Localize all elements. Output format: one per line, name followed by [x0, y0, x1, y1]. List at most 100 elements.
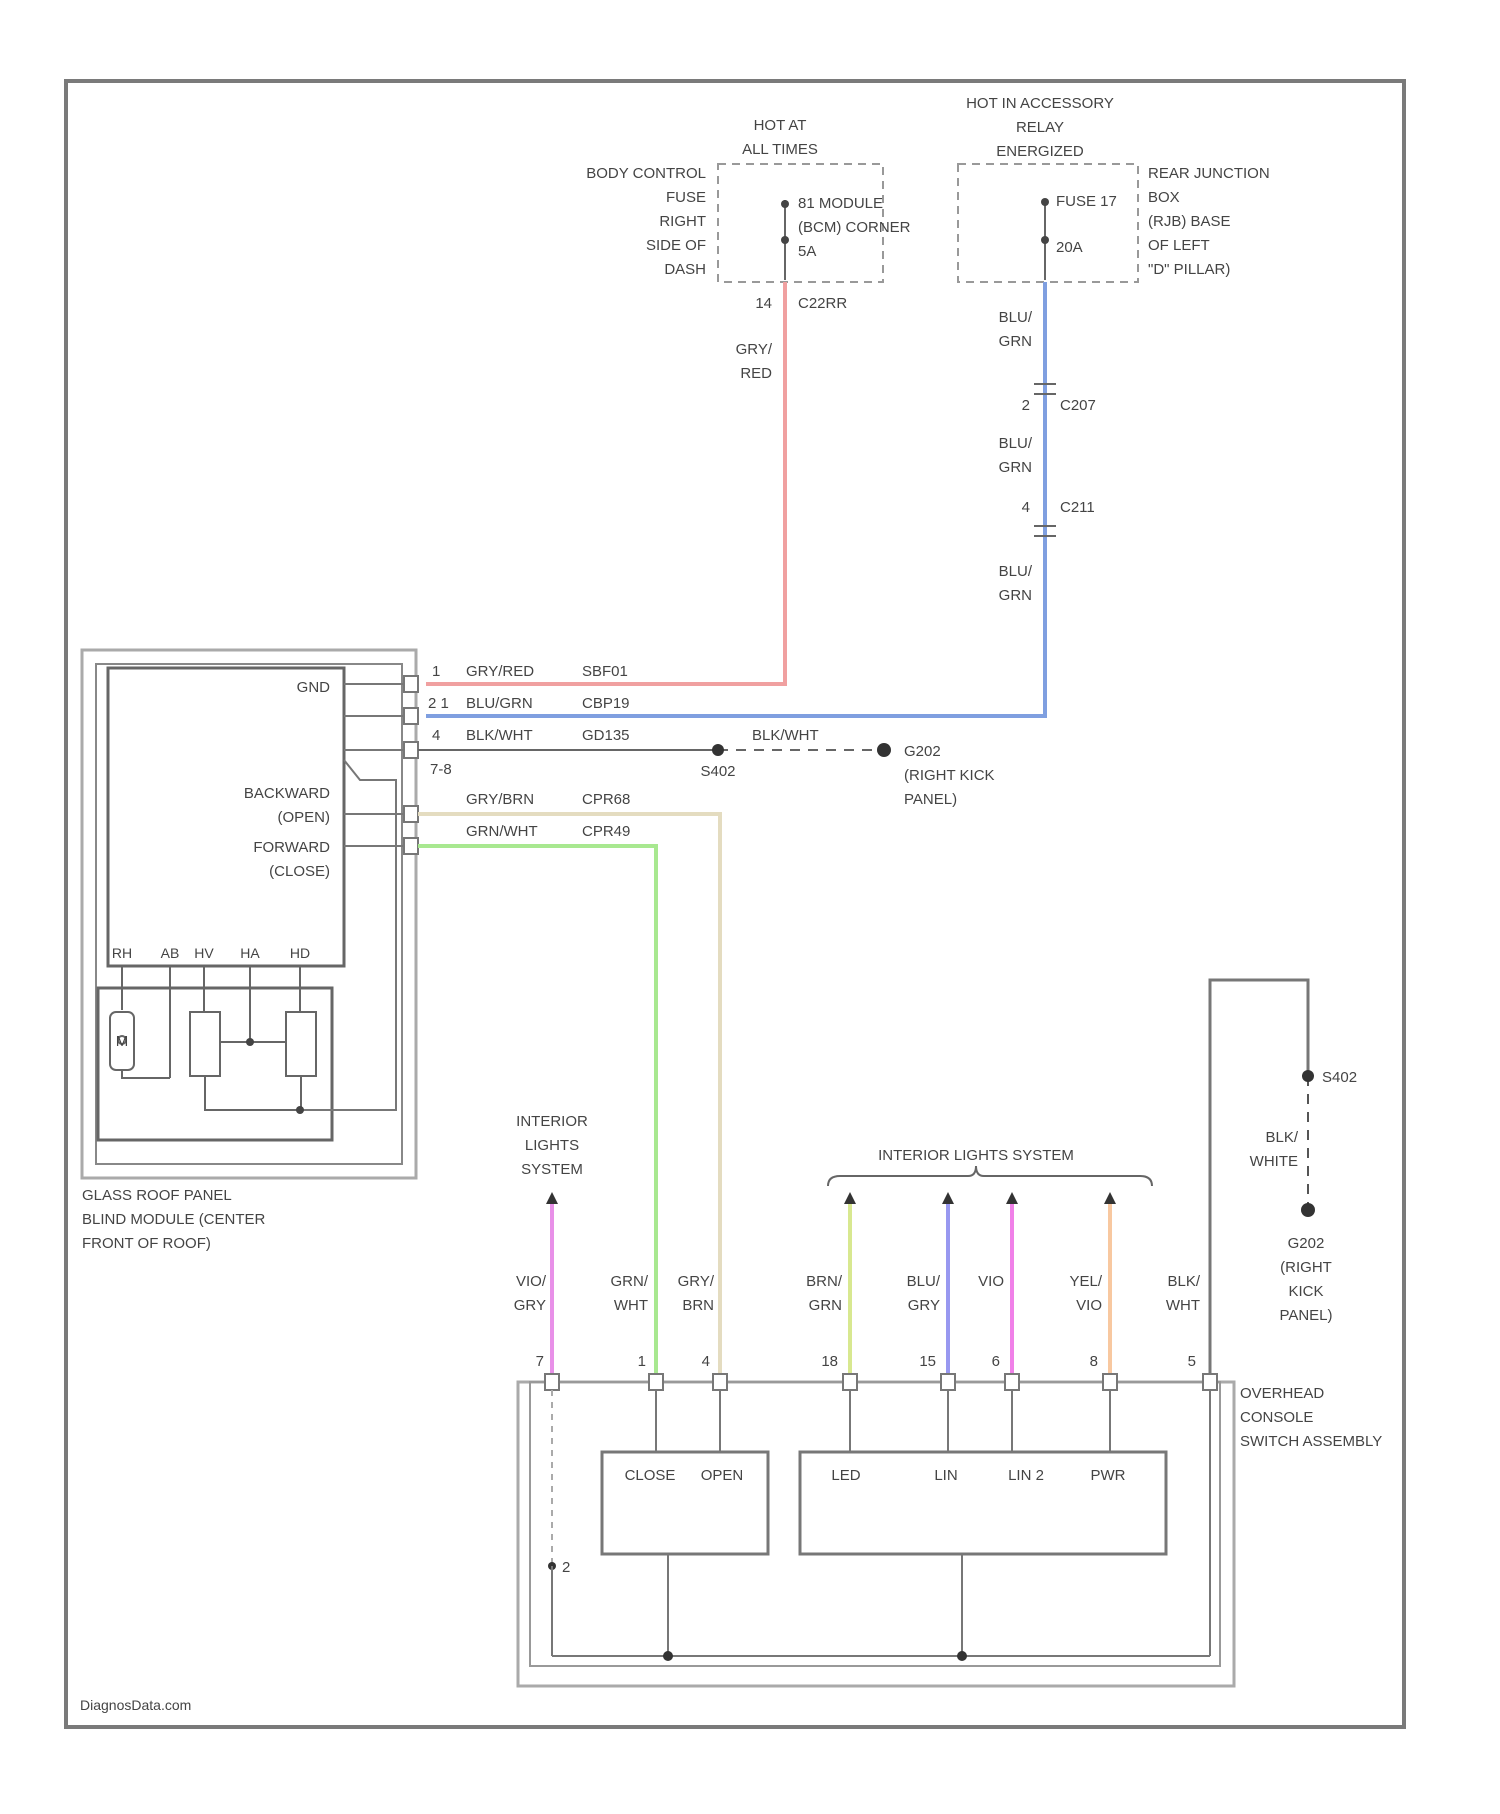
console-wire-7-color-b: VIO — [1076, 1297, 1102, 1314]
body-fuse-rating-2: (BCM) CORNER — [798, 219, 911, 236]
pin-row-3-pin: 4 — [432, 727, 440, 744]
interior-right-label: INTERIOR LIGHTS SYSTEM — [878, 1147, 1074, 1164]
console-name-1: OVERHEAD — [1240, 1385, 1324, 1402]
wire-blu-grn-label-3a: BLU/ — [999, 563, 1033, 580]
wire-blu-grn-label-2b: GRN — [999, 459, 1032, 476]
roof-module-backward-1: BACKWARD — [244, 785, 330, 802]
rjb-location-4: OF LEFT — [1148, 237, 1210, 254]
c211-name: C211 — [1060, 499, 1095, 516]
roof-module-name-3: FRONT OF ROOF) — [82, 1235, 211, 1252]
body-fuse-heading-1: HOT AT — [754, 117, 807, 134]
interior-right-arrow-4 — [1104, 1192, 1116, 1204]
body-fuse-location-3: RIGHT — [659, 213, 706, 230]
interior-right-arrow-1 — [844, 1192, 856, 1204]
pin-row-2-pin: 2 1 — [428, 695, 449, 712]
rjb-box — [958, 164, 1138, 282]
console-outer — [518, 1382, 1234, 1686]
right-ground-location-3: PANEL) — [1279, 1307, 1332, 1324]
right-ground-splice-dot — [1302, 1070, 1314, 1082]
wire-gry-brn — [418, 814, 720, 1380]
roof-sensor-2 — [286, 1012, 316, 1076]
body-fuse-terminal-bottom — [781, 236, 789, 244]
pin-row-6-color: GRN/WHT — [466, 823, 538, 840]
rjb-location-5: "D" PILLAR) — [1148, 261, 1230, 278]
roof-module-inner — [96, 664, 402, 1164]
body-fuse-location-5: DASH — [664, 261, 706, 278]
console-wire-3-color-b: BRN — [682, 1297, 714, 1314]
pin-row-1-color: GRY/RED — [466, 663, 534, 680]
wire-gry-red-label-1: GRY/ — [736, 341, 773, 358]
body-fuse-rating-1: 81 MODULE — [798, 195, 883, 212]
roof-motor-pin-1: RH — [112, 945, 132, 961]
console-switch-close: CLOSE — [625, 1467, 676, 1484]
roof-motor-pin-3: HV — [194, 945, 214, 961]
roof-motor-return — [122, 1070, 170, 1078]
wire-gry-red-label-2: RED — [740, 365, 772, 382]
rjb-fuse-terminal-top — [1041, 198, 1049, 206]
wire-blu-grn-label-2a: BLU/ — [999, 435, 1033, 452]
console-light-led: LED — [831, 1467, 860, 1484]
console-wire-2-color-b: WHT — [614, 1297, 648, 1314]
console-pin-4: 18 — [821, 1353, 838, 1370]
body-fuse-terminal-top — [781, 200, 789, 208]
right-ground-location-1: (RIGHT — [1280, 1259, 1332, 1276]
right-ground-location-2: KICK — [1288, 1283, 1323, 1300]
console-light-pwr: PWR — [1091, 1467, 1126, 1484]
pin-row-5-circuit: CPR68 — [582, 791, 630, 808]
c207-name: C207 — [1060, 397, 1096, 414]
roof-motor-pin-5: HD — [290, 945, 310, 961]
body-fuse-location-2: FUSE — [666, 189, 706, 206]
wire-blu-grn-label-1b: GRN — [999, 333, 1032, 350]
ground-point-label: G202 — [904, 743, 941, 760]
body-fuse-heading-2: ALL TIMES — [742, 141, 818, 158]
console-pin-8: 5 — [1188, 1353, 1196, 1370]
interior-left-1: INTERIOR — [516, 1113, 588, 1130]
body-fuse-pin: 14 — [755, 295, 772, 312]
pin-row-5-color: GRY/BRN — [466, 791, 534, 808]
interior-left-3: SYSTEM — [521, 1161, 583, 1178]
interior-right-arrow-3 — [1006, 1192, 1018, 1204]
body-fuse-connector: C22RR — [798, 295, 847, 312]
roof-motor-pin-4: HA — [240, 945, 260, 961]
rjb-location-2: BOX — [1148, 189, 1180, 206]
console-wire-3-color-a: GRY/ — [678, 1273, 715, 1290]
roof-motor-pin-2: AB — [161, 945, 180, 961]
right-ground-wire-1: BLK/ — [1265, 1129, 1298, 1146]
pin-row-1: 1 GRY/RED SBF01 — [404, 663, 628, 692]
roof-sensor-splice-1 — [246, 1038, 254, 1046]
interior-left-arrow — [546, 1192, 558, 1204]
console-inner — [530, 1382, 1220, 1666]
pin-row-5: GRY/BRN CPR68 — [404, 791, 630, 822]
right-ground-wire-2: WHITE — [1250, 1153, 1298, 1170]
footer-watermark: DiagnosData.com — [80, 1697, 191, 1713]
body-fuse-location-4: SIDE OF — [646, 237, 706, 254]
console-wire-8-color-a: BLK/ — [1167, 1273, 1200, 1290]
pin-row-1-pin: 1 — [432, 663, 440, 680]
pin-row-2-color: BLU/GRN — [466, 695, 533, 712]
console-light-lin: LIN — [934, 1467, 957, 1484]
rjb-location-1: REAR JUNCTION — [1148, 165, 1270, 182]
console-wire-8-color-b: WHT — [1166, 1297, 1200, 1314]
interior-left-2: LIGHTS — [525, 1137, 579, 1154]
rjb-location-3: (RJB) BASE — [1148, 213, 1231, 230]
console-pin-3: 4 — [702, 1353, 710, 1370]
pin-row-3-circuit: GD135 — [582, 727, 630, 744]
c211-pin: 4 — [1022, 499, 1030, 516]
rjb-fuse-terminal-bottom — [1041, 236, 1049, 244]
pin-row-3-color: BLK/WHT — [466, 727, 533, 744]
ground-point-location-1: (RIGHT KICK — [904, 767, 995, 784]
console-pin-7: 8 — [1090, 1353, 1098, 1370]
rjb-heading-2: RELAY — [1016, 119, 1064, 136]
console-pin-5: 15 — [919, 1353, 936, 1370]
roof-sensor-1 — [190, 1012, 220, 1076]
right-ground-splice-label: S402 — [1322, 1069, 1357, 1086]
console-pin-1: 7 — [536, 1353, 544, 1370]
console-wire-1-color-b: GRY — [514, 1297, 546, 1314]
roof-module-name-1: GLASS ROOF PANEL — [82, 1187, 232, 1204]
console-wire-5-color-b: GRY — [908, 1297, 940, 1314]
console-wire-4-color-b: GRN — [809, 1297, 842, 1314]
roof-module-outer — [82, 650, 416, 1178]
pin-row-6: GRN/WHT CPR49 — [404, 823, 630, 854]
console-bus-splice-1 — [663, 1651, 673, 1661]
